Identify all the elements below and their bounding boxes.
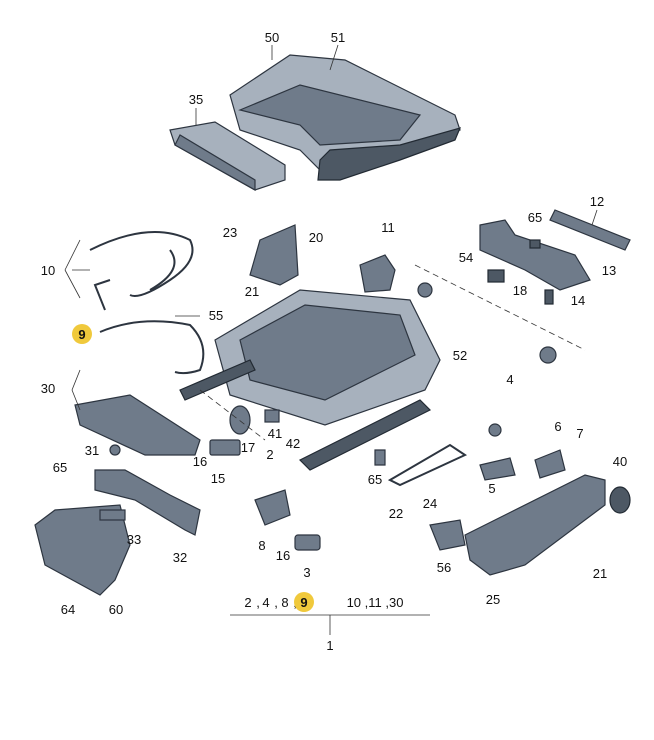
front-trim-60-part (34, 504, 131, 596)
rail-part (549, 209, 631, 251)
clip-33-part (99, 509, 126, 521)
callout-16-bottom: 16 (276, 548, 290, 563)
callout-9-highlight (72, 324, 92, 344)
wiring-9-part (99, 320, 205, 375)
leader-lines (64, 44, 598, 635)
callout-8: 8 (258, 538, 265, 553)
callout-50: 50 (265, 30, 279, 45)
callout-60: 60 (109, 602, 123, 617)
callout-17: 17 (241, 440, 255, 455)
callout-65-top: 65 (528, 210, 542, 225)
callout-31: 31 (85, 443, 99, 458)
callout-7: 7 (576, 426, 583, 441)
panel-32-part (94, 469, 201, 536)
callout-2: 2 (266, 447, 273, 462)
callout-54: 54 (459, 250, 473, 265)
callout-40: 40 (613, 454, 627, 469)
group-left-d: 9 (300, 595, 307, 610)
group-9-highlight (294, 592, 314, 612)
callout-32: 32 (173, 550, 187, 565)
callout-25: 25 (486, 592, 500, 607)
small-parts (209, 282, 566, 551)
callout-14: 14 (571, 293, 585, 308)
callout-5: 5 (488, 481, 495, 496)
group-left-sep-1: , (256, 595, 260, 610)
callout-13: 13 (602, 263, 616, 278)
callout-6: 6 (554, 419, 561, 434)
assembly-group: 2 , 4 , 8 , 9 10 ,11 ,30 1 (244, 592, 403, 653)
wiring-10-part (89, 231, 194, 311)
callout-22: 22 (389, 506, 403, 521)
callout-15: 15 (211, 471, 225, 486)
group-left-sep-2: , (274, 595, 278, 610)
callout-65-mid: 65 (368, 472, 382, 487)
seat-cushion-part (229, 54, 462, 181)
callout-9: 9 (78, 327, 85, 342)
callout-33: 33 (127, 532, 141, 547)
side-trim-25-part (464, 474, 606, 576)
callout-1-assembly: 1 (326, 638, 333, 653)
callout-11: 11 (381, 220, 395, 235)
callout-18: 18 (513, 283, 527, 298)
callout-51: 51 (331, 30, 345, 45)
callout-12: 12 (590, 194, 604, 209)
callout-35: 35 (189, 92, 203, 107)
tray-30-part (74, 394, 201, 456)
bracket-11-part (359, 254, 396, 293)
adjuster-bracket-part (479, 219, 591, 305)
callout-labels: 50 51 35 12 65 54 13 18 14 11 20 23 21 1… (41, 30, 627, 617)
group-left-c: 8 (281, 595, 288, 610)
callout-20: 20 (309, 230, 323, 245)
group-left-a: 2 (244, 595, 251, 610)
callout-23: 23 (223, 225, 237, 240)
callout-21-bottom: 21 (593, 566, 607, 581)
callout-55: 55 (209, 308, 223, 323)
callout-10: 10 (41, 263, 55, 278)
callout-24: 24 (423, 496, 437, 511)
callout-64: 64 (61, 602, 75, 617)
callout-41: 41 (268, 426, 282, 441)
seat-frame-part (179, 289, 441, 471)
group-left-b: 4 (262, 595, 269, 610)
group-right: 10 ,11 ,30 (347, 595, 404, 610)
knob-40-part (609, 486, 631, 514)
callout-4: 4 (506, 372, 513, 387)
callout-65-left: 65 (53, 460, 67, 475)
callout-42: 42 (286, 436, 300, 451)
callout-3: 3 (303, 565, 310, 580)
trim-cover-20-part (249, 224, 299, 286)
callout-21-top: 21 (245, 284, 259, 299)
cushion-pad-part (169, 121, 286, 192)
clip-31-part (109, 444, 121, 456)
callout-52: 52 (453, 348, 467, 363)
callout-16-left: 16 (193, 454, 207, 469)
callout-30: 30 (41, 381, 55, 396)
callout-56: 56 (437, 560, 451, 575)
